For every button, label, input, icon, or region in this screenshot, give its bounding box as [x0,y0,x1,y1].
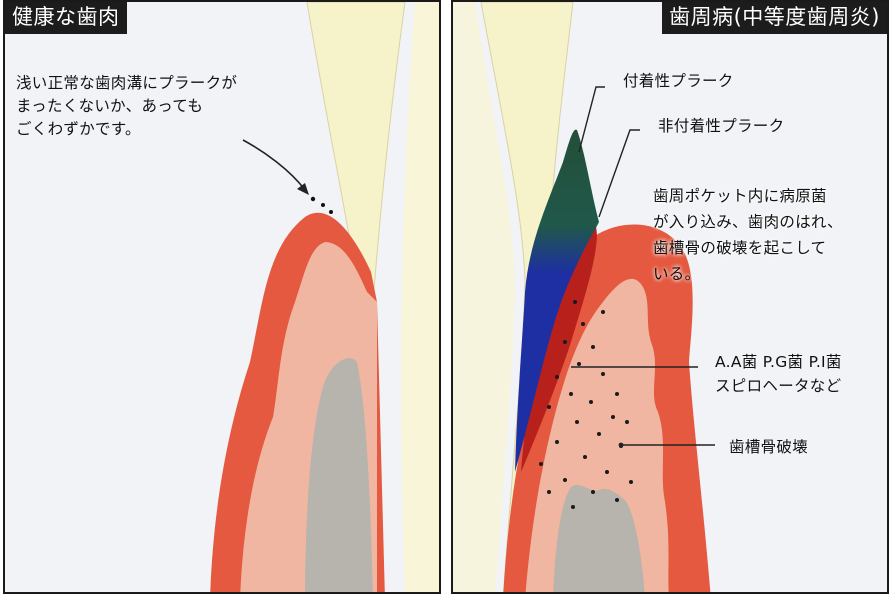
leader-dot [619,443,624,448]
healthy-gum-description: 浅い正常な歯肉溝にプラークが まったくないか、あっても ごくわずかです。 [16,72,237,141]
panel-title-healthy: 健康な歯肉 [5,2,127,34]
bacteria-line: A.A菌 P.G菌 P.I菌 [715,350,842,374]
note-line: 歯周ポケット内に病原菌 [653,183,843,209]
bacteria-line: スピロヘータなど [715,374,842,398]
arrow-line [243,140,305,190]
note-line: 浅い正常な歯肉溝にプラークが [16,72,237,95]
panel-title-periodontitis: 歯周病(中等度歯周炎) [662,2,887,34]
healthy-gum-panel: 健康な歯肉 浅い正常な歯肉溝にプラークが まったくないか、あっても ごくわずかで… [3,0,441,594]
label-attached-plaque: 付着性プラーク [623,70,734,93]
periodontitis-panel: 歯周病(中等度歯周炎) 付着性プラーク 非付着性プラーク 歯周ポケット内に病原菌… [451,0,889,594]
plaque-dot [321,203,325,207]
tooth-neighbor [401,2,441,594]
label-unattached-plaque: 非付着性プラーク [658,115,784,138]
arrow-head [297,183,309,195]
label-bone-destruction: 歯槽骨破壊 [729,436,808,459]
plaque-dot [329,210,333,214]
label-bacteria: A.A菌 P.G菌 P.I菌 スピロヘータなど [715,350,842,398]
note-line: ごくわずかです。 [16,118,237,141]
leader-unattached-plaque [599,130,640,217]
plaque-dot [311,197,315,201]
note-line: が入り込み、歯肉のはれ、 [653,209,843,235]
pocket-description: 歯周ポケット内に病原菌 が入り込み、歯肉のはれ、 歯槽骨の破壊を起こして いる。 [653,183,843,287]
note-line: 歯槽骨の破壊を起こして [653,235,843,261]
note-line: まったくないか、あっても [16,95,237,118]
note-line: いる。 [653,261,843,287]
leader-attached-plaque [579,87,605,152]
